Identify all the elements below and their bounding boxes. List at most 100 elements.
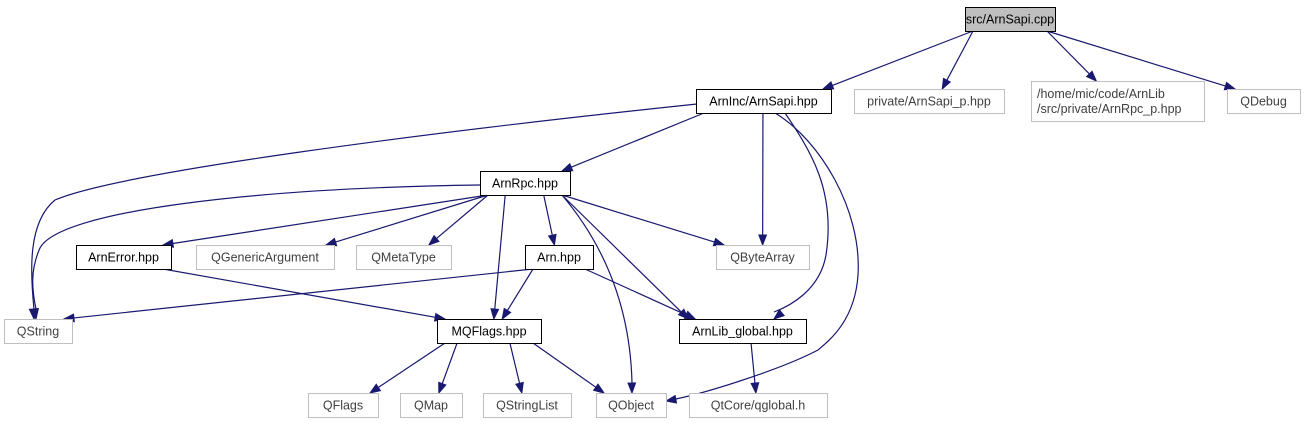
edge-line xyxy=(377,342,446,389)
edge-root-to-arnrpc-p xyxy=(1046,30,1098,83)
node-label: QtCore/qglobal.h xyxy=(711,399,806,413)
arrowhead xyxy=(324,237,338,247)
node-qstringlist: QStringList xyxy=(483,393,572,418)
node-label: src/ArnSapi.cpp xyxy=(966,13,1054,27)
arrowhead xyxy=(547,233,557,247)
node-box xyxy=(689,393,828,418)
node-box xyxy=(854,89,1005,114)
edge-line xyxy=(72,268,534,319)
arrowhead xyxy=(438,381,447,395)
node-qmetatype: QMetaType xyxy=(356,245,452,270)
node-box xyxy=(483,393,572,418)
arrowhead xyxy=(30,307,40,321)
node-label: QStringList xyxy=(496,399,558,413)
edge-line xyxy=(494,194,506,311)
node-label: QObject xyxy=(608,399,654,413)
node-mqflags[interactable]: MQFlags.hpp xyxy=(437,319,542,344)
edge-arn-to-mqflags xyxy=(501,268,534,321)
edge-mqflags-to-qflags xyxy=(368,342,446,394)
node-arnlib-global[interactable]: ArnLib_global.hpp xyxy=(679,319,807,344)
node-arnsapi-hpp[interactable]: ArnInc/ArnSapi.hpp xyxy=(696,89,832,114)
node-box xyxy=(356,245,452,270)
node-label: QFlags xyxy=(323,399,363,413)
edge-line xyxy=(31,103,698,310)
node-qgenericargument: QGenericArgument xyxy=(196,245,335,270)
arrowhead xyxy=(490,308,500,321)
edge-line xyxy=(831,30,974,87)
arrowhead xyxy=(664,394,678,404)
node-box xyxy=(1031,81,1205,122)
arrowhead xyxy=(683,310,697,320)
node-box xyxy=(308,393,379,418)
node-box xyxy=(400,393,463,418)
node-qglobal: QtCore/qglobal.h xyxy=(689,393,828,418)
edge-arnlib-global-to-qglobal xyxy=(750,342,760,395)
node-box xyxy=(679,319,807,344)
edge-line xyxy=(543,194,554,237)
edge-arnsapi-hpp-to-qbytearray xyxy=(758,112,768,247)
edge-line xyxy=(171,194,489,245)
edges-layer xyxy=(28,30,1237,404)
node-box xyxy=(196,245,335,270)
edge-line xyxy=(669,112,859,401)
edge-line xyxy=(532,342,597,389)
node-arnerror[interactable]: ArnError.hpp xyxy=(76,245,172,270)
arrowhead xyxy=(368,383,382,394)
node-label: QDebug xyxy=(1240,95,1287,109)
edge-line xyxy=(561,194,683,314)
node-qmap: QMap xyxy=(400,393,463,418)
edge-line xyxy=(506,268,534,312)
edge-line xyxy=(334,194,489,243)
edge-line xyxy=(773,112,829,313)
node-label: MQFlags.hpp xyxy=(451,325,526,339)
node-box xyxy=(76,245,172,270)
node-qobject: QObject xyxy=(596,393,667,418)
edge-arnrpc-to-arn xyxy=(543,194,557,247)
edge-arnrpc-to-qobject xyxy=(561,194,637,395)
edge-arnrpc-to-mqflags xyxy=(490,194,506,321)
edge-line xyxy=(584,268,688,316)
arrowhead xyxy=(758,234,768,247)
edge-arnrpc-to-qbytearray xyxy=(561,194,726,247)
arrowhead xyxy=(1085,70,1098,83)
arrowhead xyxy=(501,307,512,321)
node-label: /src/private/ArnRpc_p.hpp xyxy=(1037,102,1182,116)
arrowhead xyxy=(772,308,786,320)
node-box xyxy=(4,319,73,344)
edge-line xyxy=(945,30,974,82)
node-root[interactable]: src/ArnSapi.cpp xyxy=(965,7,1056,32)
node-label: /home/mic/code/ArnLib xyxy=(1037,87,1165,101)
edge-root-to-arnsapi-p xyxy=(941,30,974,91)
node-label: QMap xyxy=(414,399,448,413)
node-box xyxy=(437,319,542,344)
edge-line xyxy=(162,268,437,319)
arrowhead xyxy=(712,237,726,247)
arrowhead xyxy=(821,80,835,90)
edge-line xyxy=(561,194,633,384)
edge-arnrpc-to-qmetatype xyxy=(427,194,489,246)
edge-arnrpc-to-qstring xyxy=(30,184,481,321)
node-label: ArnLib_global.hpp xyxy=(692,325,793,339)
node-arn[interactable]: Arn.hpp xyxy=(525,245,594,270)
edge-arnsapi-hpp-to-arnrpc xyxy=(560,112,705,172)
node-box xyxy=(480,171,571,196)
node-box xyxy=(1227,89,1301,114)
node-box xyxy=(525,245,594,270)
node-box xyxy=(716,245,810,270)
arrowhead xyxy=(1223,81,1237,91)
node-arnrpc-p: /home/mic/code/ArnLib/src/private/ArnRpc… xyxy=(1031,81,1205,122)
edge-mqflags-to-qobject xyxy=(532,342,606,394)
node-label: QGenericArgument xyxy=(211,251,319,265)
node-arnrpc[interactable]: ArnRpc.hpp xyxy=(480,171,571,196)
node-box xyxy=(965,7,1056,32)
edge-line xyxy=(435,194,489,240)
edge-arnrpc-to-arnerror xyxy=(161,194,489,248)
node-arnsapi-p: private/ArnSapi_p.hpp xyxy=(854,89,1005,114)
edge-line xyxy=(32,184,481,310)
node-label: Arn.hpp xyxy=(537,251,581,265)
edge-line xyxy=(509,342,521,385)
node-box xyxy=(596,393,667,418)
arrowhead xyxy=(592,383,606,394)
